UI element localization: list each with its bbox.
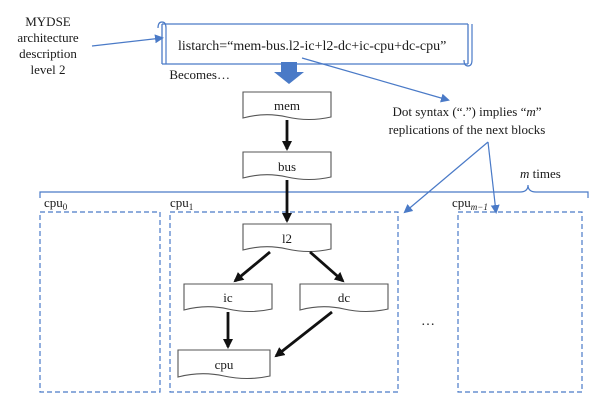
side-label-line-2: architecture — [17, 30, 79, 45]
block-l2: l2 — [242, 223, 332, 253]
cpu-group-0 — [39, 211, 161, 393]
dot-arrow-cpum — [487, 141, 500, 214]
block-ic: ic — [183, 283, 273, 313]
dot-note-line-2: replications of the next blocks — [389, 122, 546, 137]
m-times-bracket — [39, 184, 589, 198]
cpu-group-1-label: cpu1 — [170, 195, 193, 212]
block-l2-label: l2 — [282, 231, 292, 246]
becomes-arrow — [274, 62, 304, 84]
arrow-dc-cpu — [274, 310, 333, 358]
cpu-group-1 — [169, 211, 399, 393]
ellipsis: … — [421, 314, 435, 329]
cpu-group-m — [457, 211, 583, 393]
side-label-line-4: level 2 — [30, 62, 65, 77]
block-dc-label: dc — [338, 290, 351, 305]
side-label: MYDSE architecture description level 2 — [17, 14, 79, 77]
dot-arrow-cpu1 — [403, 141, 489, 214]
dot-note-line-1: Dot syntax (“.”) implies “m” — [392, 104, 541, 119]
listarch-text: listarch=“mem-bus.l2-ic+l2-dc+ic-cpu+dc-… — [178, 39, 446, 54]
arrow-l2-ic — [233, 250, 271, 283]
m-times-label: m times — [520, 166, 561, 181]
cpu-group-0-label: cpu0 — [44, 195, 68, 212]
side-label-line-1: MYDSE — [25, 14, 71, 29]
becomes-label: Becomes… — [169, 67, 230, 82]
cpu-group-m-label: cpum−1 — [452, 195, 488, 212]
arrow-l2-dc — [309, 250, 345, 283]
block-ic-label: ic — [223, 290, 233, 305]
side-label-line-3: description — [19, 46, 77, 61]
block-dc: dc — [299, 283, 389, 313]
listarch-scroll: listarch=“mem-bus.l2-ic+l2-dc+ic-cpu+dc-… — [157, 21, 473, 67]
dot-annotation-arrow — [301, 57, 450, 103]
block-bus: bus — [242, 151, 332, 181]
block-mem: mem — [242, 91, 332, 121]
side-label-arrow — [91, 34, 164, 47]
block-bus-label: bus — [278, 159, 296, 174]
block-cpu: cpu — [177, 349, 271, 380]
block-mem-label: mem — [274, 98, 300, 113]
block-cpu-label: cpu — [215, 357, 234, 372]
